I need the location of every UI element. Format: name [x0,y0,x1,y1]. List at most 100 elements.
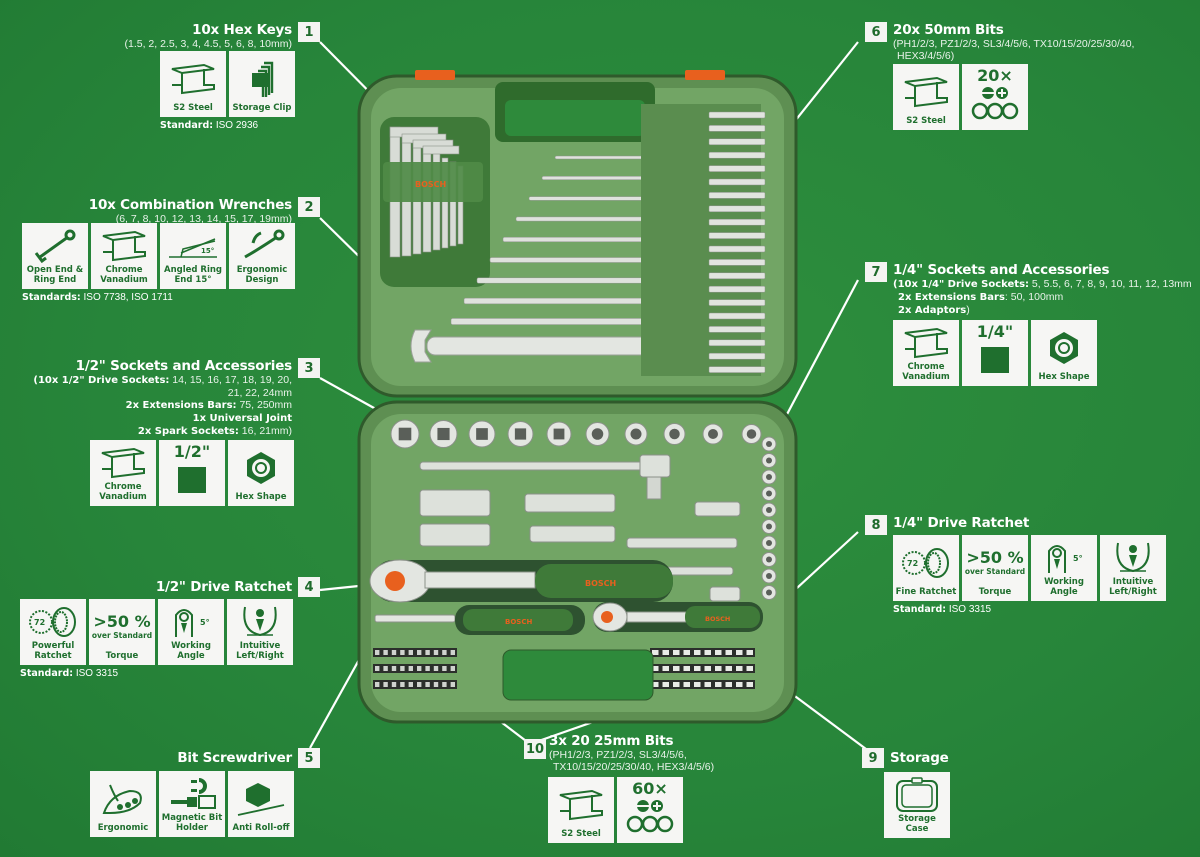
bit-50mm [708,165,766,172]
callout-number: 2 [298,197,320,217]
working-angle-icon: 5° [1033,538,1095,578]
quarter-inch-ratchet: BOSCH [592,602,763,632]
i-beam-icon [93,226,155,266]
callout-title: 1/2" Drive Ratchet [155,579,292,595]
bit-screwdriver: BOSCH [374,605,585,635]
wrench [450,318,668,325]
callout-number: 1 [298,22,320,42]
bit-row-holder [373,664,457,673]
bit-25mm [746,666,753,671]
bit-50mm [708,272,766,280]
callout-detail: 21, 22, 24mm [227,387,292,399]
magnetic-bit-holder-icon [161,774,223,814]
feature-tile: Hex Shape [228,440,294,506]
socket-hex-opening [591,428,604,440]
wrench [476,277,668,284]
extension-short-1 [419,489,491,517]
socket-half-group [390,419,762,449]
bit-50mm [708,312,766,320]
bit-50mm [708,205,766,213]
callout-bit-screwdriver-tiles: Ergonomic Magnetic Bit Holder Anti Roll-… [90,771,294,837]
bit-25mm [683,650,690,655]
bit-25mm [375,650,380,655]
callout-detail: (10x 1/2" Drive Sockets: 14, 15, 16, 17,… [33,374,292,386]
socket-opening [766,556,772,563]
callout-hex-keys: 10x Hex Keys (1.5, 2, 2.5, 3, 4, 4.5, 5,… [124,22,320,50]
bit-25mm [694,682,701,687]
callout-wrenches-tiles: Open End & Ring End Chrome Vanadium 15°A… [22,223,295,303]
bit-50mm [708,245,766,253]
svg-text:72: 72 [34,618,45,627]
combination-wrench-icon [24,226,86,266]
half-inch-ratchet: BOSCH [369,559,673,603]
bit-25mm [400,650,405,655]
bit-25mm [704,682,711,687]
feature-tile: Chrome Vanadium [893,320,959,386]
callout-half-sockets: 1/2" Sockets and Accessories (10x 1/2" D… [33,358,320,438]
feature-tile: S2 Steel [893,64,959,130]
i-beam-icon [895,323,957,363]
bit-50mm [708,259,766,266]
svg-text:BOSCH: BOSCH [705,615,730,623]
socket-opening [766,457,772,464]
callout-subtitle: TX10/15/20/25/30/40, HEX3/4/5/6) [553,761,715,773]
hex-key-set-icon [231,54,293,104]
bit-50mm-group [708,111,766,373]
bit-25mm [715,682,722,687]
svg-text:15°: 15° [201,247,214,255]
socket-opening [766,474,772,480]
storage-case-icon [886,775,948,815]
i-beam-icon [162,54,224,104]
bit-25mm [433,682,439,687]
quarter-adaptor-2 [709,586,741,602]
callout-hex-keys-tiles: S2 Steel Storage Clip Standard: ISO 2936 [160,51,295,131]
svg-text:72: 72 [907,559,918,568]
callout-title: 10x Combination Wrenches [88,197,292,213]
bit-25mm [736,650,743,655]
bit-25mm [662,666,669,671]
feature-tile: 5°Working Angle [158,599,224,665]
callout-number: 9 [862,748,884,768]
socket-square-drive [398,427,412,441]
bit-25mm [704,650,711,655]
callout-title: 1/4" Sockets and Accessories [893,262,1110,278]
hex-nut-icon [1033,323,1095,373]
bit-25mm [383,650,388,655]
square-drive-icon [981,347,1009,373]
torque-icon: >50 %over Standard [91,612,153,641]
callout-half-ratchet: 1/2" Drive Ratchet 4 [156,577,320,597]
socket-square-drive [476,428,488,440]
bit-25mm [383,682,388,687]
feature-tile: Open End & Ring End [22,223,88,289]
standard-note: Standards: ISO 7738, ISO 1711 [22,292,173,303]
bit-25mm [433,666,439,671]
bit-25mm [662,650,669,655]
bit-25mm [425,682,430,687]
torque-icon: >50 %over Standard [964,548,1026,577]
bit-25mm [375,666,380,671]
bit-25mm [391,666,397,671]
bit-25mm [694,650,701,655]
feature-tile: 60× [617,777,683,843]
bit-25mm [746,682,753,687]
feature-tile: Anti Roll-off [228,771,294,837]
bit-25mm [704,666,711,671]
callout-number: 6 [865,22,887,42]
callout-number: 3 [298,358,320,378]
hex-key-clip [383,162,483,202]
callout-detail: 2x Spark Sockets: 16, 21mm) [137,425,292,437]
feature-tile: 20× [962,64,1028,130]
bit-25mm [391,682,397,687]
standard-note: Standard: ISO 2936 [160,120,259,131]
socket-quarter-group [761,436,777,600]
feature-tile: 5°Working Angle [1031,535,1097,601]
feature-tile: Ergonomic Design [229,223,295,289]
bit-25mm [673,650,680,655]
bit-row-holder [650,664,755,673]
bit-25mm [425,650,430,655]
socket-hex-opening [669,428,680,440]
bit-25mm [725,682,732,687]
feature-tile: S2 Steel [548,777,614,843]
